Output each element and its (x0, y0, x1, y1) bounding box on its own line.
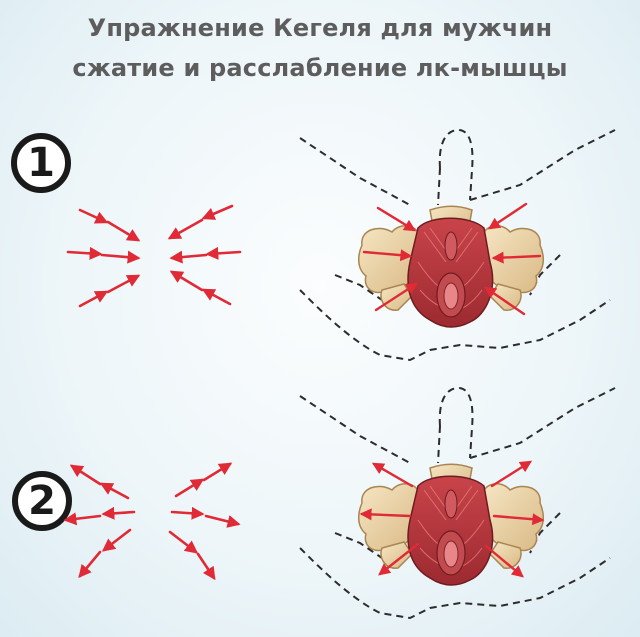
step-2-badge: 2 (12, 471, 72, 531)
contraction-arrows (66, 204, 242, 308)
step-1-badge: 1 (11, 133, 71, 193)
relaxation-arrows (63, 462, 241, 581)
pelvic-anatomy-step-1 (299, 129, 616, 361)
title-line-2: сжатие и расслабление лк-мышцы (72, 54, 568, 82)
title-line-1: Упражнение Кегеля для мужчин (87, 14, 553, 42)
pelvic-anatomy-step-2 (299, 387, 616, 619)
